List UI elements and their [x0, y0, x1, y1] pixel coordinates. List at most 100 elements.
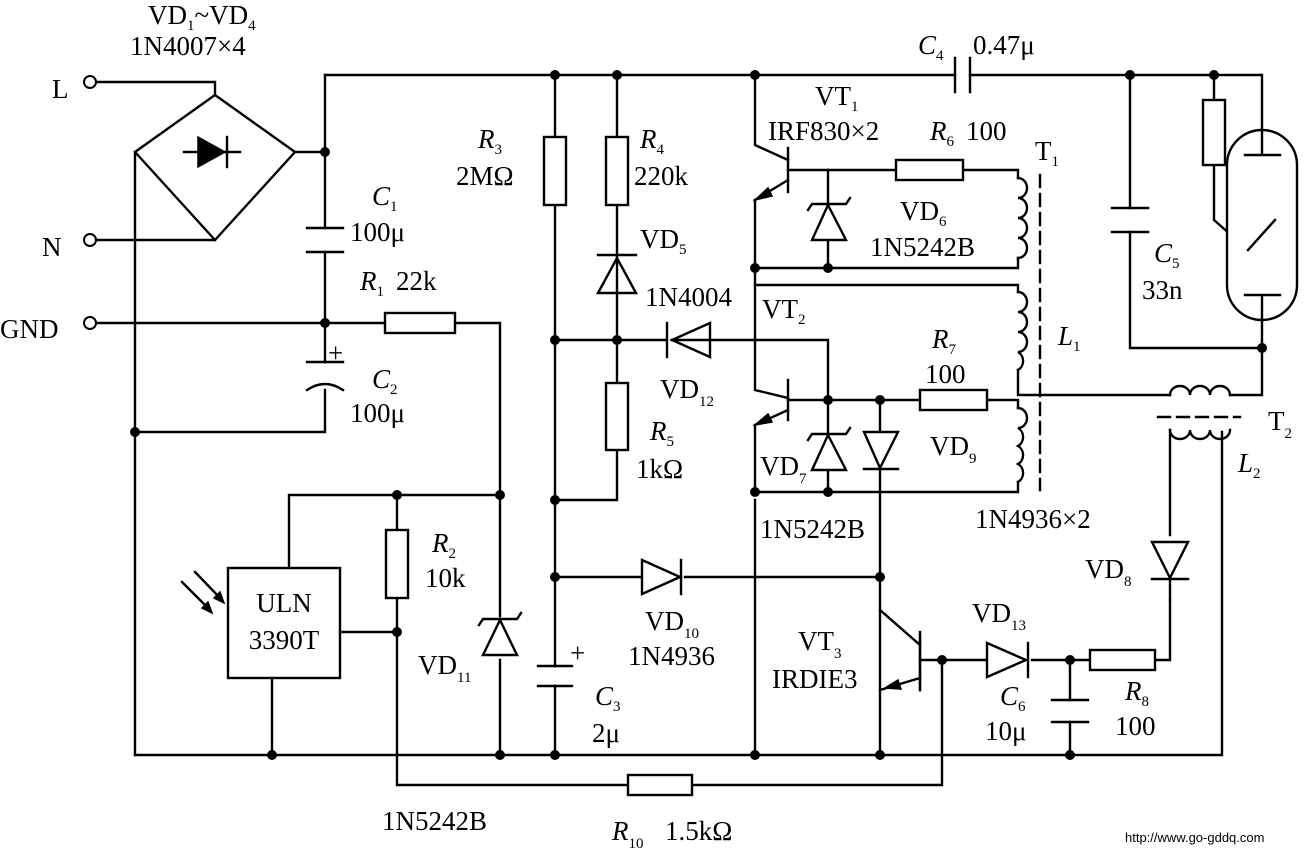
wiring: [95, 73, 1264, 787]
r1-name: R1: [359, 266, 384, 300]
r8-value: 100: [1115, 711, 1156, 741]
resistor-r9-lamp-preheat: [1201, 98, 1227, 167]
vd6-name: VD6: [900, 196, 947, 230]
t1-name: T1: [1035, 136, 1059, 170]
junction-dots: [130, 70, 1267, 760]
capacitor-c6: [1050, 698, 1090, 724]
capacitor-c4: [953, 56, 972, 94]
transformer-t2: [1156, 384, 1242, 441]
terminal-n: [83, 233, 97, 247]
diode-vd8: [1150, 540, 1190, 581]
c2-value: 100μ: [350, 398, 405, 428]
vt3-part: IRDIE3: [772, 664, 857, 694]
bridge-label: VD1~VD4: [148, 0, 256, 34]
terminal-gnd-label: GND: [0, 314, 59, 344]
vd7-name: VD7: [760, 451, 807, 487]
t2-name: T2: [1268, 406, 1292, 442]
bridge-rectifier: [133, 93, 297, 242]
ic-label-line2: 3390T: [249, 625, 320, 655]
r10-name: R10: [611, 816, 644, 852]
fluorescent-lamp: [1225, 128, 1299, 322]
c2-polarity: +: [328, 338, 343, 368]
transistor-vt1: [752, 146, 790, 202]
r5-name: R5: [649, 416, 674, 450]
resistor-r1: [383, 311, 457, 335]
c3-polarity: +: [570, 638, 585, 668]
vd12-name: VD12: [660, 374, 714, 410]
diode-vd9: [862, 430, 900, 471]
r4-value: 220k: [634, 161, 689, 191]
transformer-t1: [1015, 173, 1042, 492]
watermark-url: http://www.go-gddq.com: [1125, 830, 1264, 845]
diode-vd11-zener: [477, 611, 523, 657]
vd6-part: 1N5242B: [870, 232, 975, 262]
light-arrows-icon: [180, 570, 226, 615]
c3-name: C3: [595, 681, 621, 715]
resistor-r6: [894, 158, 965, 182]
r6-value: 100: [966, 116, 1007, 146]
r4-name: R4: [639, 124, 665, 158]
r2-value: 10k: [425, 563, 466, 593]
c5-name: C5: [1154, 238, 1180, 272]
l2-name: L2: [1237, 448, 1261, 482]
bridge-part: 1N4007×4: [130, 31, 246, 61]
resistor-r5: [604, 381, 630, 452]
c3-value: 2μ: [592, 718, 620, 748]
component-labels: VD1~VD4 1N4007×4 C1 100μ C2 100μ + R1 22…: [130, 0, 1292, 852]
vt3-name: VT3: [798, 626, 842, 662]
c2-name: C2: [372, 364, 398, 398]
r1-value: 22k: [396, 266, 437, 296]
vd11-name: VD11: [418, 650, 471, 686]
vd10-name: VD10: [645, 606, 699, 642]
r3-value: 2MΩ: [456, 161, 514, 191]
ic-label-line1: ULN: [256, 588, 312, 618]
terminal-l-label: L: [52, 74, 69, 104]
diode-vd12: [665, 321, 712, 359]
resistor-r7: [918, 388, 989, 412]
transistor-vt2: [752, 378, 790, 427]
ic-uln3390t: ULN 3390T: [226, 566, 342, 680]
vd10-part: 1N4936: [628, 641, 715, 671]
r8-name: R8: [1124, 676, 1149, 710]
c1-value: 100μ: [350, 217, 405, 247]
c6-name: C6: [1000, 681, 1026, 715]
diode-vd10: [640, 558, 683, 596]
input-terminals: L N GND: [0, 74, 97, 344]
r5-value: 1kΩ: [636, 454, 683, 484]
c5-value: 33n: [1142, 275, 1183, 305]
vd13-name: VD13: [972, 598, 1026, 634]
diode-vd5: [595, 253, 639, 295]
c4-name: C4: [918, 30, 944, 64]
c6-value: 10μ: [985, 716, 1026, 746]
diode-vd7-zener: [806, 426, 852, 472]
vt2-name: VT2: [762, 294, 806, 328]
resistor-r10: [626, 773, 694, 797]
diode-vd6-zener: [806, 196, 852, 242]
resistor-r2: [384, 528, 410, 600]
vd8-name: VD8: [1085, 554, 1132, 590]
vd9-name: VD9: [930, 431, 977, 467]
r6-name: R6: [929, 116, 955, 150]
vt1-part: IRF830×2: [768, 116, 879, 146]
l1-name: L1: [1057, 321, 1081, 355]
resistor-r4: [604, 135, 630, 207]
resistor-r8: [1088, 648, 1157, 672]
capacitor-c3: [536, 664, 574, 688]
vd7-part: 1N5242B: [760, 514, 865, 544]
terminal-gnd: [83, 316, 97, 330]
r7-name: R7: [931, 324, 957, 358]
diode-vd13: [985, 641, 1030, 679]
c1-name: C1: [372, 181, 398, 215]
r7-value: 100: [925, 359, 966, 389]
vd9-part: 1N4936×2: [975, 504, 1091, 534]
r2-name: R2: [431, 528, 456, 562]
vd5-part: 1N4004: [645, 282, 732, 312]
transistor-vt3: [878, 608, 922, 692]
resistor-r3: [542, 135, 568, 207]
c4-value: 0.47μ: [973, 30, 1035, 60]
vd11-part: 1N5242B: [382, 806, 487, 836]
r3-name: R3: [477, 124, 502, 158]
vd5-name: VD5: [640, 224, 687, 258]
capacitor-c5: [1110, 206, 1150, 234]
r10-value: 1.5kΩ: [665, 816, 732, 846]
